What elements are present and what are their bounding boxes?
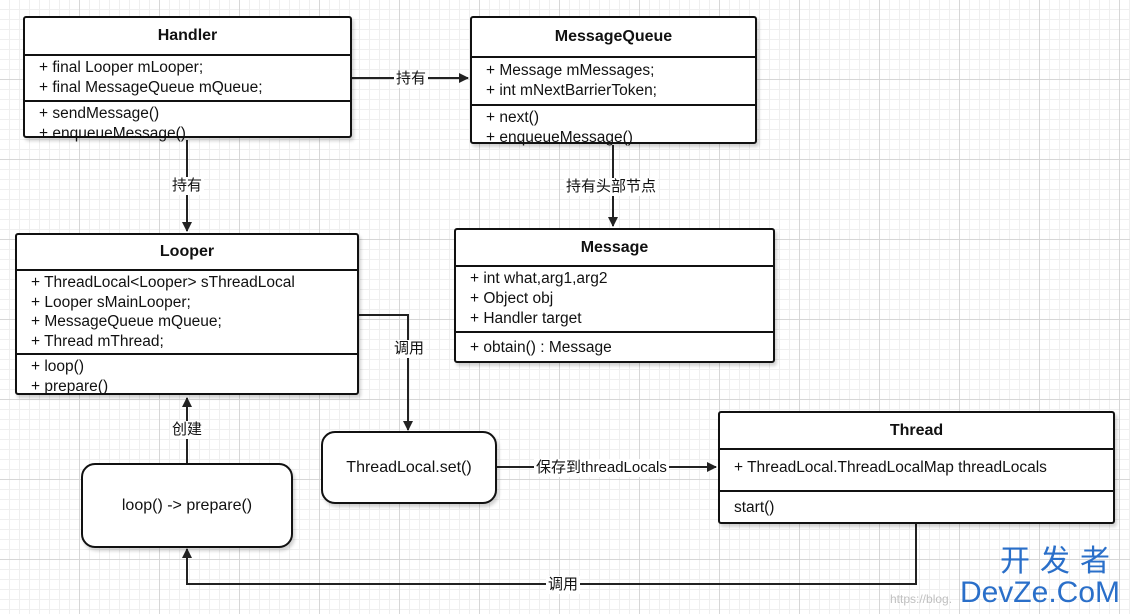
edge-label-loopprepare-looper: 创建 [170,421,205,439]
class-looper-fields: + ThreadLocal<Looper> sThreadLocal + Loo… [17,271,357,355]
class-thread[interactable]: Thread + ThreadLocal.ThreadLocalMap thre… [718,411,1115,524]
edge-label-queue-message: 持有头部节点 [564,178,659,196]
class-messagequeue-title: MessageQueue [472,18,755,58]
field: + int what,arg1,arg2 [470,270,608,287]
class-thread-fields: + ThreadLocal.ThreadLocalMap threadLocal… [720,450,1113,492]
class-thread-title: Thread [720,413,1113,450]
edge-label-handler-queue: 持有 [394,70,429,88]
edge-thread-loopprepare [182,523,917,585]
field: + MessageQueue mQueue; [31,313,222,330]
edge-label-threadlocal-thread: 保存到threadLocals [534,459,669,477]
method: + obtain() : Message [470,339,612,356]
site-logo-en: DevZe.CoM [959,576,1120,609]
class-handler-methods: + sendMessage() + enqueueMessage() [25,102,350,146]
method: start() [734,499,775,516]
edge-looper-threadlocal [359,314,413,431]
field: + Message mMessages; [486,62,655,79]
edge-label-looper-threadlocal: 调用 [392,340,427,358]
site-logo: 开发者 DevZe.CoM [960,546,1120,608]
field: + Thread mThread; [31,332,164,350]
class-message[interactable]: Message + int what,arg1,arg2 + Object ob… [454,228,775,363]
field: + ThreadLocal<Looper> sThreadLocal [31,274,295,291]
class-thread-methods: start() [720,492,1113,524]
edge-label-handler-looper: 持有 [170,177,205,195]
class-handler-fields: + final Looper mLooper; + final MessageQ… [25,56,350,102]
class-messagequeue-methods: + next() + enqueueMessage() [472,106,755,150]
method: + next() [486,109,539,126]
class-message-fields: + int what,arg1,arg2 + Object obj + Hand… [456,267,773,333]
box-loop-prepare[interactable]: loop() -> prepare() [81,463,293,548]
field: + Object obj [470,290,554,307]
method: + loop() [31,358,84,375]
field: + final MessageQueue mQueue; [39,79,263,96]
field: + Handler target [470,310,582,327]
site-logo-cn: 开发者 [1000,545,1120,578]
edge-label-thread-loopprepare: 调用 [546,576,581,594]
class-messagequeue[interactable]: MessageQueue + Message mMessages; + int … [470,16,757,146]
field: + ThreadLocal.ThreadLocalMap threadLocal… [734,459,1047,476]
method: + enqueueMessage() [39,125,186,142]
field: + final Looper mLooper; [39,59,204,76]
class-handler-title: Handler [25,18,350,56]
blog-watermark: https://blog. [890,592,953,606]
class-looper[interactable]: Looper + ThreadLocal<Looper> sThreadLoca… [15,233,359,395]
method: + enqueueMessage() [486,129,633,146]
class-message-methods: + obtain() : Message [456,333,773,360]
class-messagequeue-fields: + Message mMessages; + int mNextBarrierT… [472,58,755,106]
class-looper-title: Looper [17,235,357,271]
box-threadlocal-set[interactable]: ThreadLocal.set() [321,431,497,504]
method: + sendMessage() [39,105,160,122]
class-message-title: Message [456,230,773,267]
method: + prepare() [31,378,109,395]
field: + int mNextBarrierToken; [486,82,657,99]
class-handler[interactable]: Handler + final Looper mLooper; + final … [23,16,352,142]
field: + Looper sMainLooper; [31,293,191,311]
class-looper-methods: + loop() + prepare() [17,355,357,399]
